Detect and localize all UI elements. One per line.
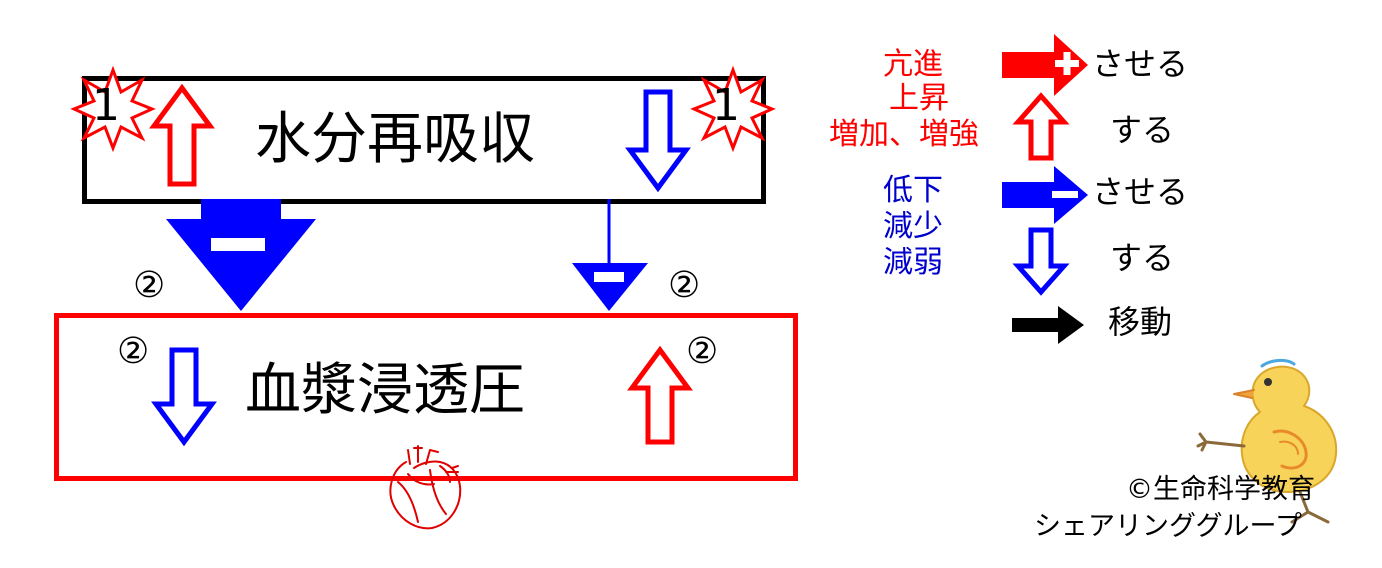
credit-line-1: ©生命科学教育 (1126, 474, 1315, 505)
step-2-marker: ② (686, 331, 719, 372)
step-2-marker: ② (117, 331, 150, 372)
starburst-1-left (70, 65, 156, 153)
strong-inhibition-arrow (166, 199, 316, 311)
minus-icon (1052, 191, 1078, 198)
chick-mascot-icon (1196, 358, 1338, 524)
decrease-legend-arrow (1012, 227, 1070, 296)
suppress-arrow-icon (1002, 166, 1088, 224)
weak-inhibition-arrow (572, 199, 648, 311)
increase-arrow-bottom (627, 345, 693, 445)
step-1-marker-right: 1 (712, 80, 740, 131)
legend-increase-term: 増加、増強 (829, 117, 979, 152)
legend-decrease-term: 減弱 (883, 245, 943, 280)
legend-increase-term: 亢進 (883, 47, 943, 82)
move-arrow-icon (1012, 306, 1084, 344)
decrease-arrow-bottom (151, 347, 217, 447)
legend-decrease-term: 減少 (883, 209, 943, 244)
minus-icon (211, 238, 265, 251)
starburst-1-right (690, 65, 776, 153)
heart-icon (389, 445, 462, 530)
legend-increase-term: 上昇 (889, 81, 949, 116)
legend-suppress-label: させる (1092, 173, 1189, 211)
water-reabsorption-label: 水分再吸収 (255, 107, 535, 172)
increase-legend-arrow (1012, 92, 1070, 161)
increase-arrow-top (149, 83, 215, 187)
step-2-marker: ② (668, 265, 701, 306)
legend-decrease-term: 低下 (883, 173, 943, 208)
legend-increase-label: する (1110, 111, 1175, 149)
step-2-marker: ② (133, 265, 166, 306)
legend-promote-label: させる (1092, 45, 1189, 83)
promote-arrow-icon (1002, 34, 1088, 96)
plasma-osmolality-label: 血漿浸透圧 (245, 358, 525, 423)
legend-decrease-label: する (1110, 239, 1175, 277)
minus-icon (594, 272, 624, 282)
step-1-marker-left: 1 (92, 80, 120, 131)
credit-line-2: シェアリンググループ (1034, 511, 1302, 542)
decrease-arrow-top (625, 89, 691, 193)
legend-move-label: 移動 (1108, 303, 1173, 341)
